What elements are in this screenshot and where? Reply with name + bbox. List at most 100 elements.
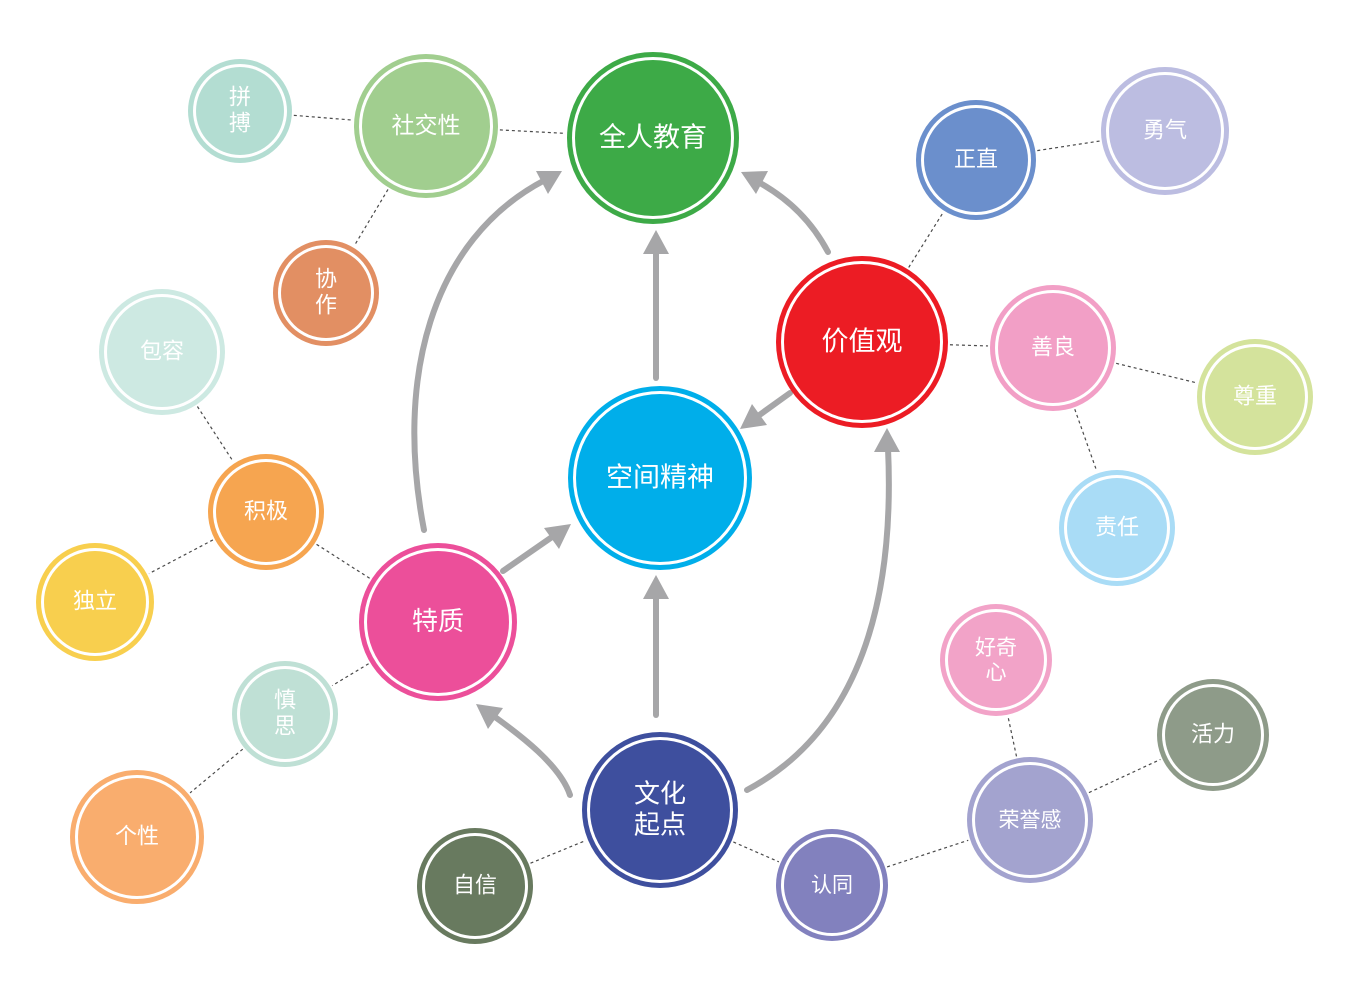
link-baorong-jiji bbox=[196, 406, 234, 463]
node-huoli-label-0: 活力 bbox=[1191, 723, 1235, 748]
node-yongqi-fill bbox=[1109, 75, 1221, 187]
node-zixin-label-0: 自信 bbox=[453, 874, 497, 899]
arrow-wenhua-to-kongjian bbox=[643, 575, 669, 718]
node-huoli: 活力 bbox=[1157, 679, 1269, 791]
link-shanliang-zunzhong bbox=[1116, 362, 1197, 384]
node-jiji: 积极 bbox=[208, 454, 324, 570]
link-wenhua-rentong bbox=[733, 841, 780, 863]
link-jiazhiguan-zhengzhi bbox=[908, 212, 944, 268]
node-rongyugan-fill bbox=[975, 765, 1085, 875]
node-quanren: 全人教育 bbox=[567, 52, 739, 224]
node-shensi: 慎思 bbox=[232, 661, 338, 767]
node-jiji-label-0: 积极 bbox=[244, 500, 288, 525]
node-xiezuo: 协作 bbox=[273, 240, 379, 346]
node-gexing: 个性 bbox=[70, 770, 204, 904]
node-zeren: 责任 bbox=[1059, 470, 1175, 586]
node-tezhi-fill bbox=[367, 551, 509, 693]
arrow-kongjian-to-quanren bbox=[643, 230, 669, 381]
node-zeren-fill bbox=[1067, 478, 1167, 578]
node-zixin: 自信 bbox=[417, 828, 533, 944]
arrow-tezhi-to-kongjian bbox=[500, 524, 571, 574]
arrow-wenhua-to-tezhi bbox=[476, 704, 573, 798]
link-shensi-gexing bbox=[189, 748, 244, 794]
node-baorong-fill bbox=[107, 297, 217, 407]
node-xiezuo-label-1: 作 bbox=[315, 293, 337, 318]
node-xiezuo-label-0: 协 bbox=[315, 268, 337, 293]
node-zunzhong-label-0: 尊重 bbox=[1233, 385, 1277, 410]
node-shejiaoxing-fill bbox=[362, 62, 490, 190]
node-shejiaoxing: 社交性 bbox=[354, 54, 498, 198]
node-zixin-fill bbox=[425, 836, 525, 936]
node-jiazhiguan-label-0: 价值观 bbox=[822, 327, 903, 358]
link-zhengzhi-yongqi bbox=[1037, 140, 1100, 152]
node-zhengzhi-label-0: 正直 bbox=[954, 148, 998, 173]
node-gexing-label-0: 个性 bbox=[115, 825, 159, 850]
link-pinbo-shejiaoxing bbox=[293, 114, 353, 121]
arrow-wenhua-to-jiazhiguan bbox=[744, 428, 900, 793]
dashed-links bbox=[148, 114, 1197, 868]
node-haoqixin: 好奇心 bbox=[940, 604, 1052, 716]
node-shanliang-fill bbox=[998, 293, 1108, 403]
node-shejiaoxing-label-0: 社交性 bbox=[392, 113, 461, 139]
link-rongyugan-huoli bbox=[1088, 758, 1161, 794]
node-huoli-fill bbox=[1165, 687, 1261, 783]
arrow-jiazhiguan-to-kongjian bbox=[740, 390, 793, 429]
node-kongjian-fill bbox=[576, 394, 744, 562]
node-xiezuo-fill bbox=[281, 248, 371, 338]
node-rentong-label-0: 认同 bbox=[811, 873, 853, 897]
node-shanliang: 善良 bbox=[990, 285, 1116, 411]
node-shensi-label-0: 慎 bbox=[274, 689, 296, 714]
link-rongyugan-haoqixin bbox=[1007, 716, 1018, 757]
node-tezhi-label-0: 特质 bbox=[412, 607, 464, 637]
node-kongjian: 空间精神 bbox=[568, 386, 752, 570]
node-pinbo-fill bbox=[196, 67, 284, 155]
node-shanliang-label-0: 善良 bbox=[1031, 336, 1075, 361]
link-shejiaoxing-quanren bbox=[499, 129, 566, 134]
node-zunzhong: 尊重 bbox=[1197, 339, 1313, 455]
node-duli-fill bbox=[44, 551, 146, 653]
node-haoqixin-label-1: 心 bbox=[986, 660, 1007, 684]
node-zhengzhi: 正直 bbox=[916, 100, 1036, 220]
node-jiji-fill bbox=[216, 462, 316, 562]
node-duli: 独立 bbox=[36, 543, 154, 661]
node-pinbo-label-0: 拼 bbox=[229, 86, 251, 111]
node-pinbo-label-1: 搏 bbox=[229, 111, 251, 136]
link-tezhi-shensi bbox=[331, 663, 369, 687]
link-rentong-rongyugan bbox=[886, 839, 969, 868]
node-wenhua-label-1: 起点 bbox=[634, 810, 686, 840]
node-jiazhiguan-fill bbox=[784, 264, 940, 420]
node-baorong: 包容 bbox=[99, 289, 225, 415]
node-haoqixin-label-0: 好奇 bbox=[975, 636, 1017, 660]
node-rongyugan: 荣誉感 bbox=[967, 757, 1093, 883]
node-yongqi: 勇气 bbox=[1101, 67, 1229, 195]
node-wenhua-fill bbox=[590, 740, 730, 880]
node-tezhi: 特质 bbox=[359, 543, 517, 701]
node-haoqixin-fill bbox=[948, 612, 1044, 708]
node-yongqi-label-0: 勇气 bbox=[1143, 119, 1187, 144]
node-zeren-label-0: 责任 bbox=[1095, 516, 1139, 541]
link-zixin-wenhua bbox=[530, 839, 587, 864]
link-shejiaoxing-xiezuo bbox=[353, 189, 389, 247]
node-pinbo: 拼搏 bbox=[188, 59, 292, 163]
link-jiazhiguan-shanliang bbox=[949, 344, 989, 347]
node-zhengzhi-fill bbox=[924, 108, 1028, 212]
node-quanren-fill bbox=[575, 60, 731, 216]
node-baorong-label-0: 包容 bbox=[140, 340, 184, 365]
node-gexing-fill bbox=[78, 778, 196, 896]
link-jiji-tezhi bbox=[316, 543, 371, 579]
node-zunzhong-fill bbox=[1205, 347, 1305, 447]
node-quanren-label-0: 全人教育 bbox=[599, 123, 707, 154]
node-shensi-fill bbox=[240, 669, 330, 759]
link-jiji-duli bbox=[148, 539, 214, 575]
node-kongjian-label-0: 空间精神 bbox=[606, 463, 714, 494]
arrow-jiazhiguan-to-quanren bbox=[741, 171, 831, 255]
node-rentong: 认同 bbox=[776, 829, 888, 941]
node-rongyugan-label-0: 荣誉感 bbox=[999, 808, 1062, 832]
node-jiazhiguan: 价值观 bbox=[776, 256, 948, 428]
node-wenhua-label-0: 文化 bbox=[634, 780, 686, 810]
node-rentong-fill bbox=[784, 837, 880, 933]
node-duli-label-0: 独立 bbox=[73, 590, 117, 615]
